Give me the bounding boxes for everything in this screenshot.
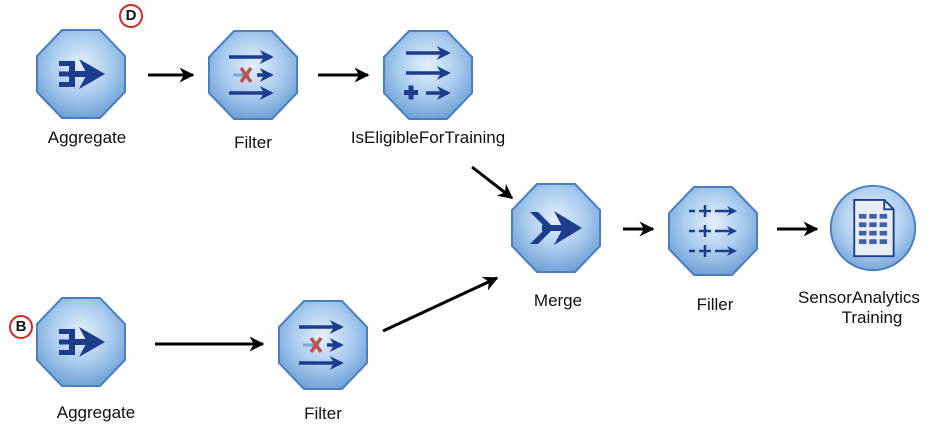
output-label-line2: Training [841,308,903,327]
filter-top-label: Filter [234,133,272,152]
filler-label: Filler [696,295,734,314]
filter-bottom-label: Filter [304,404,342,423]
filler-node[interactable] [665,183,761,279]
filler-icon [668,186,758,276]
output-node[interactable] [828,183,918,273]
badge-b: B [9,315,33,339]
filter-icon [278,300,368,390]
output-label-line1: SensorAnalytics [798,288,920,307]
connector-iseligible-merge [471,165,514,200]
merge-icon [511,183,601,273]
aggregate-top-label: Aggregate [47,128,127,147]
filter-icon [208,30,298,120]
aggregate-icon [36,297,126,387]
derive-icon [383,30,473,120]
filter-node-top[interactable] [205,27,301,123]
aggregate-bottom-label: Aggregate [56,403,136,422]
badge-d: D [119,4,143,28]
merge-label: Merge [533,291,583,310]
table-document-icon [829,184,917,272]
merge-node[interactable] [508,180,604,276]
aggregate-icon [36,29,126,119]
filter-node-bottom[interactable] [275,297,371,393]
connector-filter-merge [382,276,499,333]
iseligible-node[interactable] [380,27,476,123]
iseligible-label: IsEligibleForTraining [350,128,506,147]
aggregate-node-top[interactable] [33,26,129,122]
aggregate-node-bottom[interactable] [33,294,129,390]
